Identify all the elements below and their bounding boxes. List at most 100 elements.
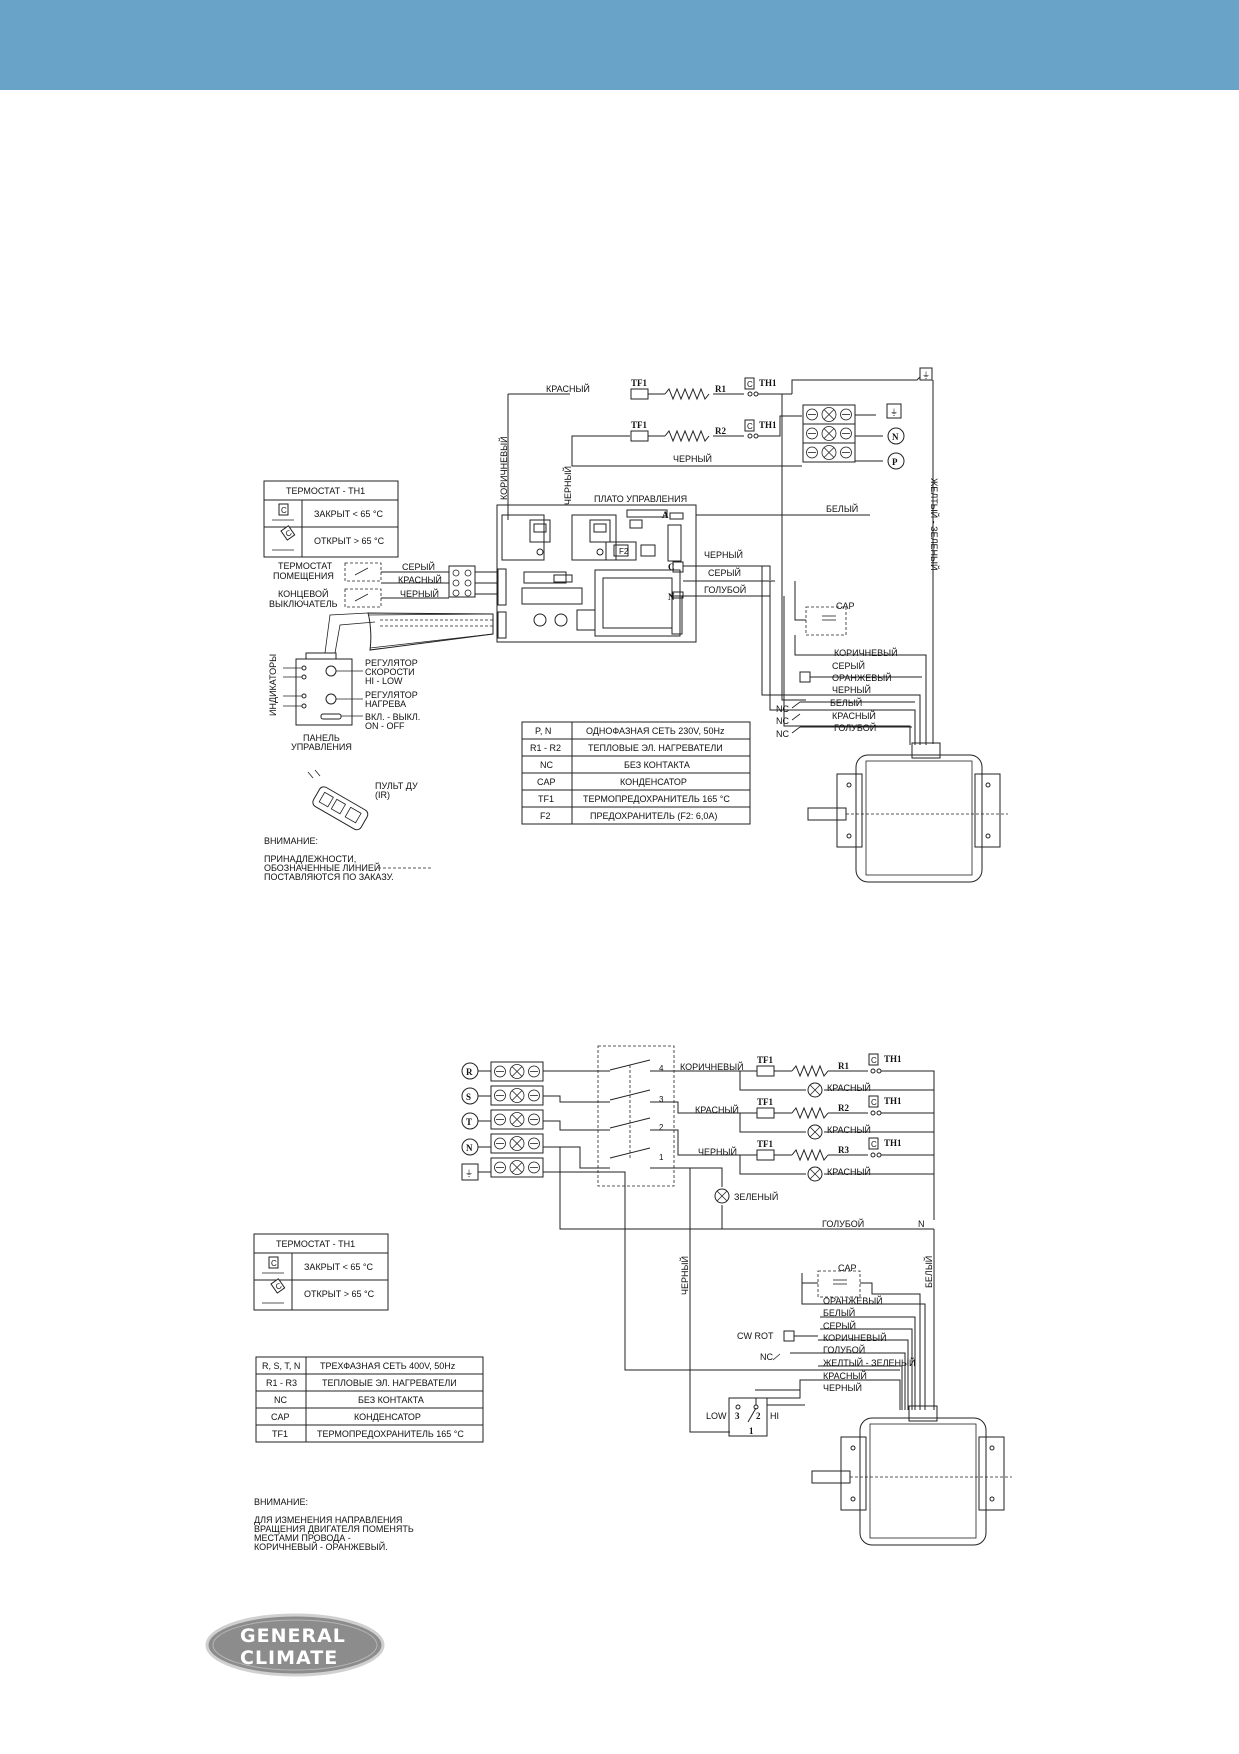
b-r2: R2 xyxy=(838,1103,849,1113)
panel-onoff-2: ON - OFF xyxy=(365,721,405,731)
b-note-4: МЕСТАМИ ПРОВОДА - xyxy=(254,1533,351,1543)
b-white-vertical: БЕЛЫЙ xyxy=(923,1256,934,1288)
terminal-r: R xyxy=(466,1067,473,1077)
single-phase-diagram: ⏚ ⏚ N P КРАСНЫЙ TF1 R1 TH1 TF1 R2 TH1 ЧЕ… xyxy=(263,367,1008,883)
top-note-3: ОБОЗНАЧЕННЫЕ ЛИНИЕЙ xyxy=(264,862,380,873)
top-thermostat-table: ТЕРМОСТАТ - TH1 ЗАКРЫТ < 65 °C ОТКРЫТ > … xyxy=(263,480,399,558)
top-th-closed: ЗАКРЫТ < 65 °C xyxy=(314,509,384,519)
b-legend-k3: NC xyxy=(274,1395,287,1405)
top-legend-v2: ТЕПЛОВЫЕ ЭЛ. НАГРЕВАТЕЛИ xyxy=(588,743,723,753)
terminal-p: P xyxy=(892,457,898,467)
left-red: КРАСНЫЙ xyxy=(398,574,442,585)
nc-1: NC xyxy=(776,704,789,714)
control-board xyxy=(496,504,697,643)
top-legend-v6: ПРЕДОХРАНИТЕЛЬ (F2: 6,0A) xyxy=(590,811,717,821)
speed-switch xyxy=(728,1397,768,1437)
th1-label: TH1 xyxy=(759,378,777,388)
terminal-s: S xyxy=(466,1092,471,1102)
general-climate-logo: GENERAL CLIMATE xyxy=(205,1613,385,1677)
contact-1: 1 xyxy=(659,1153,664,1162)
top-legend-table: P, N ОДНОФАЗНАЯ СЕТЬ 230V, 50Hz R1 - R2 … xyxy=(521,721,751,825)
b-note-2: ДЛЯ ИЗМЕНЕНИЯ НАПРАВЛЕНИЯ xyxy=(254,1515,402,1525)
b-tf2: TF1 xyxy=(757,1097,774,1107)
b-th3: TH1 xyxy=(884,1138,902,1148)
top-note-4: ПОСТАВЛЯЮТСЯ ПО ЗАКАЗУ. xyxy=(264,872,394,882)
b-nc: NC xyxy=(760,1352,773,1362)
top-legend-k5: TF1 xyxy=(538,794,554,804)
svg-text:⏚: ⏚ xyxy=(922,371,930,380)
logo-line2: CLIMATE xyxy=(240,1647,338,1669)
b-green-label: ЗЕЛЕНЫЙ xyxy=(734,1191,778,1202)
b-note-5: КОРИЧНЕВЫЙ - ОРАНЖЕВЫЙ. xyxy=(254,1541,388,1552)
b-r3: R3 xyxy=(838,1145,849,1155)
b-th2: TH1 xyxy=(884,1096,902,1106)
logo-line1: GENERAL xyxy=(240,1625,346,1647)
b-motor-wire-3: СЕРЫЙ xyxy=(823,1320,856,1331)
b-motor-wire-7: КРАСНЫЙ xyxy=(823,1370,867,1381)
b-wire-red: КРАСНЫЙ xyxy=(695,1104,739,1115)
panel-speed-3: HI - LOW xyxy=(365,676,403,686)
b-legend-k2: R1 - R3 xyxy=(266,1378,297,1388)
sw-p3: 3 xyxy=(735,1411,740,1421)
top-note-2: ПРИНАДЛЕЖНОСТИ, xyxy=(264,854,356,864)
top-legend-k2: R1 - R2 xyxy=(530,743,561,753)
contact-3: 3 xyxy=(659,1095,664,1104)
b-th-closed: ЗАКРЫТ < 65 °C xyxy=(304,1262,374,1272)
b-legend-k4: CAP xyxy=(271,1412,290,1422)
motor-wire-6: КРАСНЫЙ xyxy=(832,710,876,721)
b-wire-black: ЧЕРНЫЙ xyxy=(698,1146,737,1157)
svg-text:⏚: ⏚ xyxy=(465,1169,473,1178)
wire-black-label: ЧЕРНЫЙ xyxy=(673,453,712,464)
b-legend-v4: КОНДЕНСАТОР xyxy=(354,1412,421,1422)
b-blue-label: ГОЛУБОЙ xyxy=(822,1218,864,1229)
b-motor-wire-2: БЕЛЫЙ xyxy=(823,1307,855,1318)
top-legend-v1: ОДНОФАЗНАЯ СЕТЬ 230V, 50Hz xyxy=(586,726,725,736)
motor-wire-3: ОРАНЖЕВЫЙ xyxy=(832,672,892,683)
tf1b-label: TF1 xyxy=(631,420,648,430)
r2-label: R2 xyxy=(715,426,726,436)
th1b-label: TH1 xyxy=(759,420,777,430)
b-cw-rot: CW ROT xyxy=(737,1331,774,1341)
pcb-a-label: A xyxy=(662,510,669,520)
panel-heat-2: НАГРЕВА xyxy=(365,699,406,709)
panel-heat-1: РЕГУЛЯТОР xyxy=(365,690,418,700)
b-wire-brown: КОРИЧНЕВЫЙ xyxy=(680,1061,744,1072)
remote-label-1: ПУЛЬТ ДУ xyxy=(375,781,418,791)
terminal-t: T xyxy=(466,1117,472,1127)
wire-yellow-green-label: ЖЕЛТЫЙ - ЗЕЛЕНЫЙ xyxy=(929,478,940,570)
panel-indicators: ИНДИКАТОРЫ xyxy=(268,654,278,716)
sw-low: LOW xyxy=(706,1411,727,1421)
b-black-vertical: ЧЕРНЫЙ xyxy=(679,1256,690,1295)
sw-p1: 1 xyxy=(749,1426,754,1436)
b-legend-v2: ТЕПЛОВЫЕ ЭЛ. НАГРЕВАТЕЛИ xyxy=(322,1378,457,1388)
motor-wire-1: КОРИЧНЕВЫЙ xyxy=(834,647,898,658)
room-thermostat-2: ПОМЕЩЕНИЯ xyxy=(273,571,334,581)
pcb-grey-label: СЕРЫЙ xyxy=(708,567,741,578)
sw-p2: 2 xyxy=(756,1411,761,1421)
control-panel: ИНДИКАТОРЫ РЕГУЛЯТОР СКОРОСТИ HI - LOW Р… xyxy=(268,654,420,752)
wire-brown-label: КОРИЧНЕВЫЙ xyxy=(498,436,509,500)
header-bar xyxy=(0,0,1239,90)
panel-speed-1: РЕГУЛЯТОР xyxy=(365,658,418,668)
b-note-3: ВРАЩЕНИЯ ДВИГАТЕЛЯ ПОМЕНЯТЬ xyxy=(254,1524,414,1534)
wire-white-label: БЕЛЫЙ xyxy=(826,503,858,514)
b-legend-v5: ТЕРМОПРЕДОХРАНИТЕЛЬ 165 °C xyxy=(317,1429,464,1439)
b-motor-wire-1: ОРАНЖЕВЫЙ xyxy=(823,1295,883,1306)
top-legend-k3: NC xyxy=(540,760,553,770)
terminal-n: N xyxy=(892,432,899,442)
b-th-open: ОТКРЫТ > 65 °C xyxy=(304,1289,375,1299)
remote-label-2: (IR) xyxy=(375,790,390,800)
wire-black2-label: ЧЕРНЫЙ xyxy=(562,466,573,505)
limit-switch-1: КОНЦЕВОЙ xyxy=(278,588,328,599)
b-lamp1-label: КРАСНЫЙ xyxy=(827,1082,871,1093)
left-black: ЧЕРНЫЙ xyxy=(400,588,439,599)
panel-title-1: ПАНЕЛЬ xyxy=(303,733,340,743)
top-cap-label: CAP xyxy=(836,601,855,611)
r1-label: R1 xyxy=(715,384,726,394)
limit-switch-2: ВЫКЛЮЧАТЕЛЬ xyxy=(269,599,338,609)
panel-onoff-1: ВКЛ. - ВЫКЛ. xyxy=(365,712,420,722)
top-th-title: ТЕРМОСТАТ - TH1 xyxy=(286,486,365,496)
b-motor-wire-5: ГОЛУБОЙ xyxy=(823,1344,865,1355)
pcb-f2-label: F2 xyxy=(619,547,629,556)
